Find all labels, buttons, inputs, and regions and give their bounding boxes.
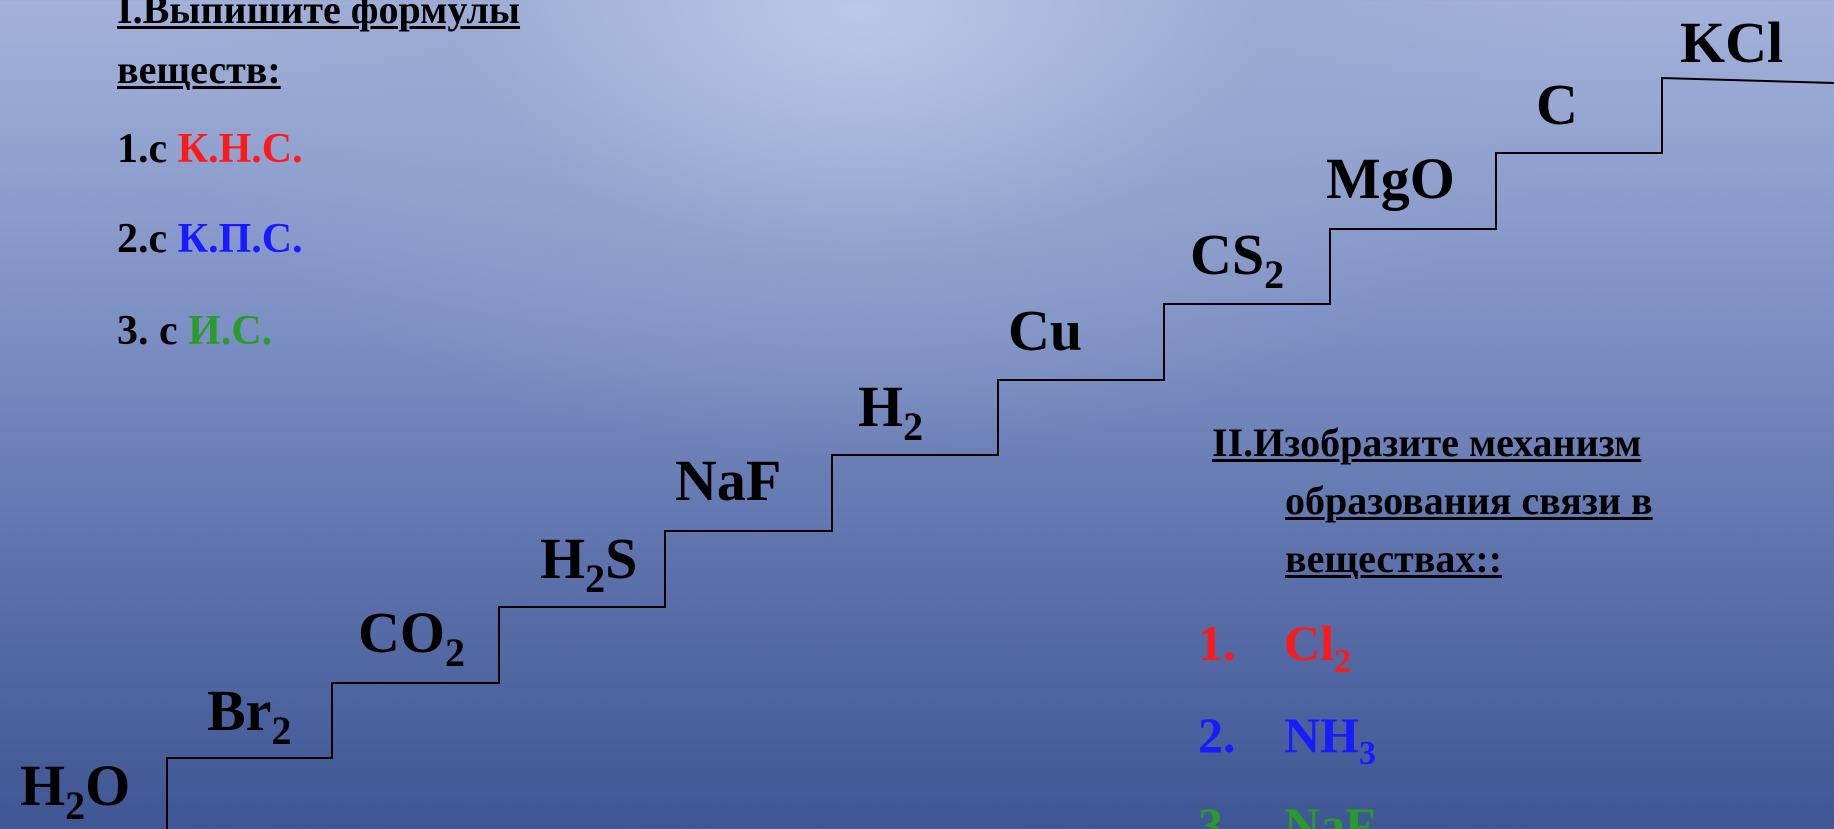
formula-naf: NaF	[675, 448, 782, 513]
formula-h2s: H2S	[540, 526, 638, 601]
kns-label: К.Н.С.	[177, 126, 303, 172]
formula-cs2: CS2	[1190, 222, 1285, 297]
task1-item-kns: 1.с К.Н.С.	[117, 126, 303, 172]
task2-title-line1: II.Изобразите механизм	[1212, 420, 1642, 465]
task2-title: II.Изобразите механизм образования связи…	[1212, 414, 1772, 588]
task2-item-naf: 3.NaF	[1198, 797, 1376, 829]
task2-item-cl2: 1.Cl2	[1198, 615, 1351, 680]
task2-title-line2: образования связи в	[1285, 478, 1653, 523]
formula-mgo: MgO	[1326, 146, 1455, 211]
task1-item-kps: 2.с К.П.С.	[117, 216, 303, 262]
task2-item-nh3: 2.NH3	[1198, 707, 1376, 772]
formula-h2: H2	[858, 374, 924, 449]
formula-kcl: KCl	[1680, 10, 1784, 75]
formula-br2: Br2	[207, 678, 292, 753]
kps-label: К.П.С.	[177, 216, 303, 262]
formula-h2o: H2O	[20, 753, 131, 828]
task1-title-line2: веществ:	[117, 47, 281, 92]
formula-c: C	[1536, 72, 1578, 137]
task1-title: I.Выпишите формулы веществ:	[117, 0, 520, 100]
staircase-line	[166, 76, 1834, 829]
formula-co2: CO2	[358, 600, 465, 675]
task1-item-is: 3. с И.С.	[117, 308, 273, 354]
is-label: И.С.	[188, 308, 273, 354]
task1-title-line1: I.Выпишите формулы	[117, 0, 521, 32]
task2-title-line3: веществах::	[1285, 536, 1503, 581]
formula-cu: Cu	[1008, 298, 1083, 363]
